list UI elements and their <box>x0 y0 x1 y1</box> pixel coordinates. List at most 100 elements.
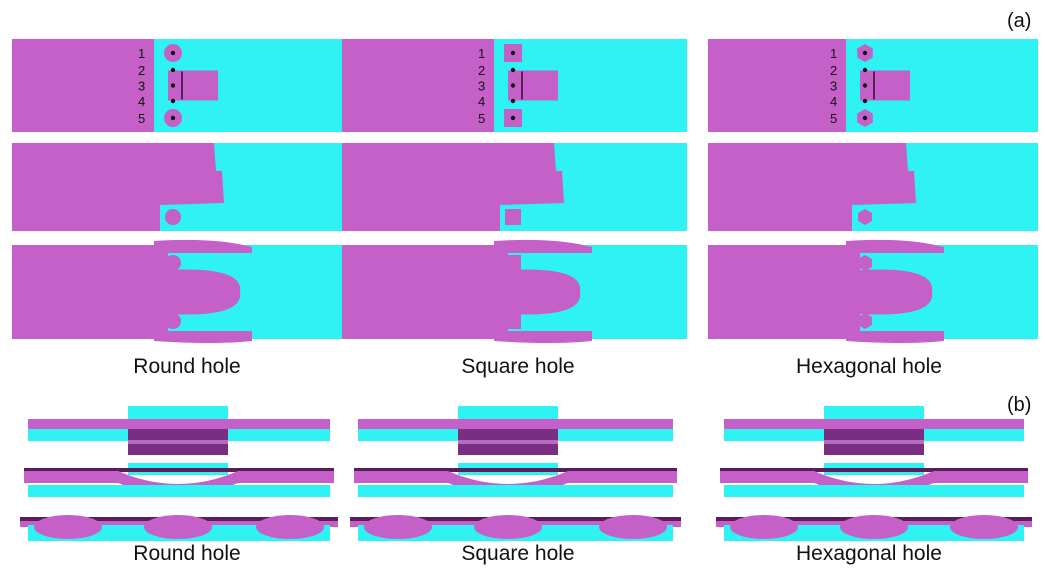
magenta-sheet <box>342 39 494 132</box>
measure-point-label-3: 3 <box>138 79 145 94</box>
punch-highlight <box>128 440 228 444</box>
plan-view-round-stage-1: 1 234 5 <box>12 39 344 132</box>
hole-top-round <box>165 255 181 271</box>
magenta-sheet <box>708 245 846 339</box>
measure-point-label-3: 3 <box>478 79 485 94</box>
measure-point-label-2: 2 <box>830 63 837 78</box>
panel-label-a: (a) <box>1007 10 1031 33</box>
magenta-sheet <box>708 39 846 132</box>
section-view-hexagonal-stage-3 <box>716 515 1032 541</box>
hole-bottom-round <box>165 313 181 329</box>
measure-point-label-2: 2 <box>478 63 485 78</box>
lower-die <box>458 485 558 497</box>
measure-point-4 <box>863 99 867 103</box>
magenta-sheet <box>12 39 154 132</box>
measure-point-2 <box>863 68 867 72</box>
hole-top-square <box>505 149 521 165</box>
seam-strip <box>846 143 852 231</box>
upper-die <box>458 406 558 420</box>
section-view-square-stage-3 <box>350 515 681 541</box>
upper-sheet <box>28 419 330 429</box>
bonding-head <box>508 71 558 101</box>
panel-label-b: (b) <box>1007 394 1031 417</box>
plan-view-hexagonal-stage-1: 1 234 5 <box>708 39 1038 132</box>
upper-die <box>128 406 228 420</box>
plan-view-square-stage-2 <box>342 143 687 231</box>
magenta-sheet <box>708 143 846 231</box>
measure-point-label-4: 4 <box>478 94 485 109</box>
measure-point-2 <box>171 68 175 72</box>
magenta-sheet <box>12 245 154 339</box>
caption-square-hole-b: Square hole <box>353 542 683 566</box>
hole-bottom-round <box>165 209 181 225</box>
magenta-sheet <box>12 143 154 231</box>
magenta-sheet <box>342 245 494 339</box>
caption-round-hole-a: Round hole <box>22 355 352 379</box>
measure-point-label-3: 3 <box>830 79 837 94</box>
measure-point-4 <box>511 99 515 103</box>
hole-bottom-square <box>505 313 521 329</box>
measure-point-4 <box>171 99 175 103</box>
lobe-1 <box>364 515 432 539</box>
measure-point-label-5: 5 <box>138 111 145 126</box>
caption-hexagonal-hole-a: Hexagonal hole <box>704 355 1034 379</box>
lobe-2 <box>474 515 542 539</box>
measure-point-label-2: 2 <box>138 63 145 78</box>
punch-highlight <box>824 440 924 444</box>
hole-bottom-square <box>505 209 521 225</box>
section-view-round-stage-2 <box>24 463 334 497</box>
seam-strip <box>154 143 160 231</box>
measure-point-5 <box>171 116 175 120</box>
plan-view-round-stage-3 <box>12 240 344 343</box>
hole-top-round <box>165 149 181 165</box>
plan-view-hexagonal-stage-3 <box>708 240 1038 343</box>
lobe-2 <box>144 515 212 539</box>
section-view-square-stage-1 <box>358 406 673 455</box>
upper-die <box>824 406 924 420</box>
section-view-hexagonal-stage-2 <box>720 463 1028 497</box>
caption-hexagonal-hole-b: Hexagonal hole <box>704 542 1034 566</box>
plan-view-square-stage-3 <box>342 240 687 343</box>
bonding-head <box>168 71 218 101</box>
section-view-square-stage-2 <box>354 463 677 497</box>
measure-point-label-1: 1 <box>138 46 145 61</box>
plan-view-hexagonal-stage-2 <box>708 143 1038 231</box>
caption-round-hole-b: Round hole <box>22 542 352 566</box>
bonding-head <box>860 71 910 101</box>
measure-point-label-5: 5 <box>830 111 837 126</box>
measure-point-label-5: 5 <box>478 111 485 126</box>
section-view-hexagonal-stage-1 <box>724 406 1024 455</box>
upper-sheet <box>724 419 1024 429</box>
seam-strip <box>494 143 500 231</box>
measure-point-1 <box>863 51 867 55</box>
lobe-1 <box>730 515 798 539</box>
measure-point-label-1: 1 <box>830 46 837 61</box>
lobe-2 <box>840 515 908 539</box>
measure-point-label-4: 4 <box>138 94 145 109</box>
hole-top-square <box>505 255 521 271</box>
measure-point-label-1: 1 <box>478 46 485 61</box>
measure-point-1 <box>511 51 515 55</box>
upper-sheet <box>358 419 673 429</box>
measure-point-5 <box>863 116 867 120</box>
magenta-sheet <box>342 143 494 231</box>
measure-point-2 <box>511 68 515 72</box>
measure-point-1 <box>171 51 175 55</box>
measure-point-3 <box>511 83 515 87</box>
measure-point-label-4: 4 <box>830 94 837 109</box>
lower-die <box>128 485 228 497</box>
measure-point-5 <box>511 116 515 120</box>
lobe-1 <box>34 515 102 539</box>
plan-view-square-stage-1: 1 234 5 <box>342 39 687 132</box>
lobe-3 <box>256 515 324 539</box>
caption-square-hole-a: Square hole <box>353 355 683 379</box>
measure-point-3 <box>863 83 867 87</box>
section-view-round-stage-3 <box>20 515 338 541</box>
lobe-3 <box>950 515 1018 539</box>
section-view-round-stage-1 <box>28 406 330 455</box>
measure-point-3 <box>171 83 175 87</box>
lobe-3 <box>599 515 667 539</box>
plan-view-round-stage-2 <box>12 143 344 231</box>
punch-highlight <box>458 440 558 444</box>
